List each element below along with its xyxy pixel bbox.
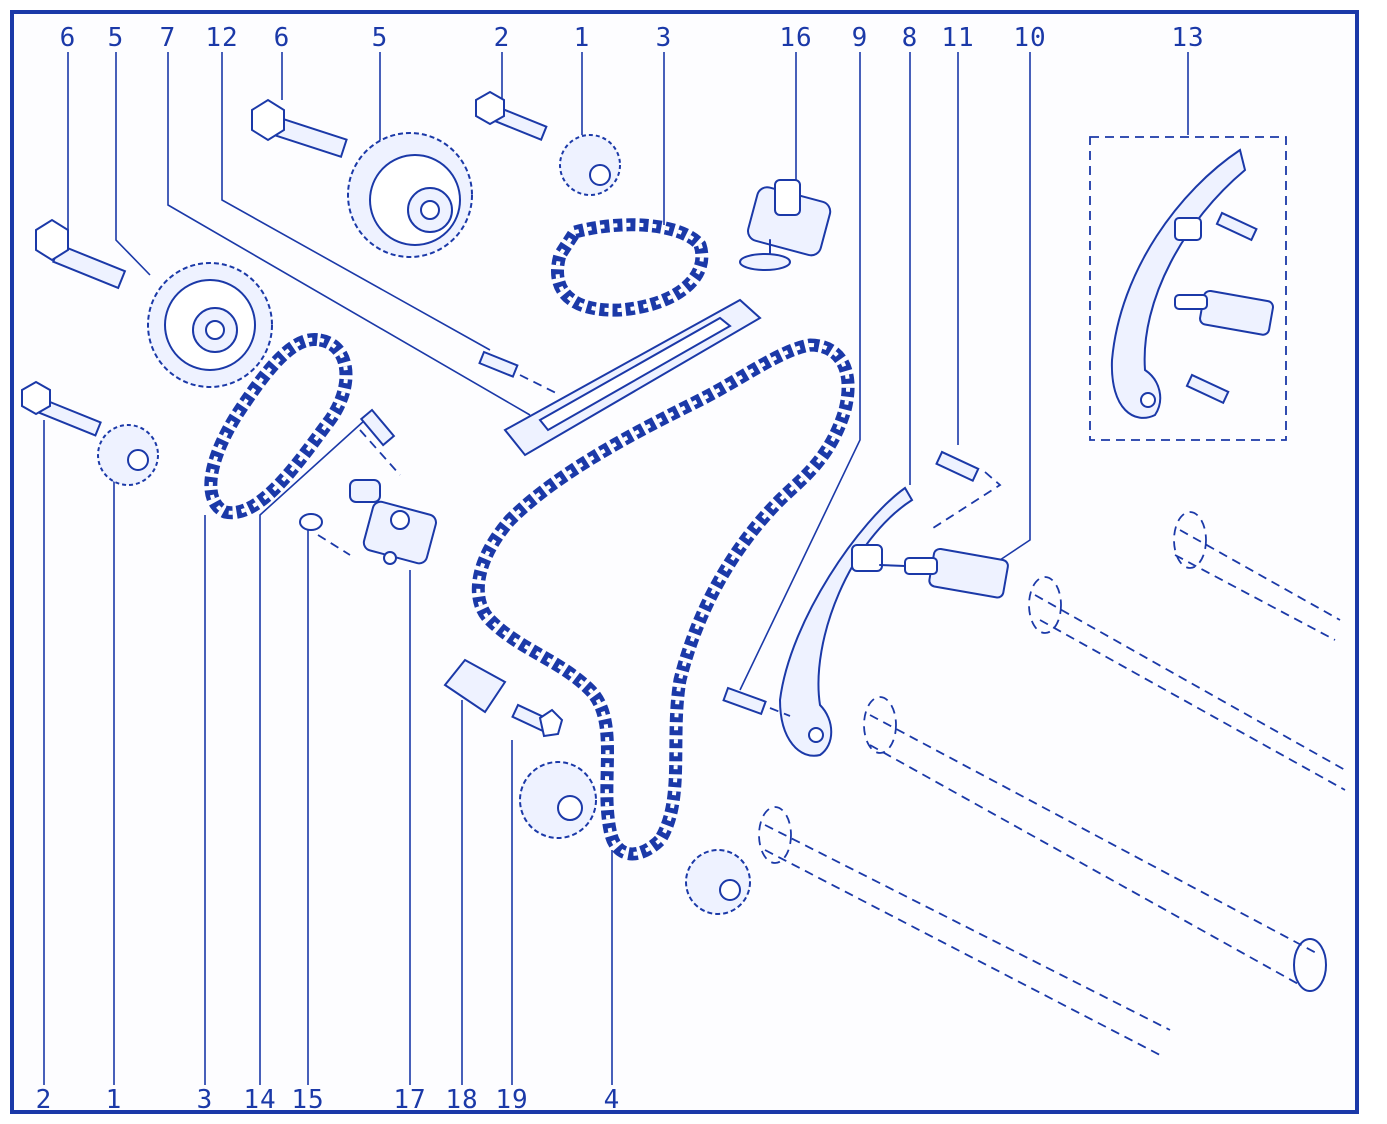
callout-top-11: 11 (941, 23, 974, 53)
callout-top-13: 13 (1171, 23, 1204, 53)
callout-labels-bottom: 2 1 3 14 15 17 18 19 4 (36, 1085, 621, 1115)
bolt-9 (722, 686, 791, 717)
diagram-frame (10, 10, 1359, 1114)
callout-top-5b: 5 (372, 23, 389, 53)
tensioner-rail-8 (778, 486, 914, 757)
callout-bottom-17: 17 (393, 1085, 426, 1115)
bolt-12 (478, 350, 561, 396)
callout-bottom-1: 1 (106, 1085, 123, 1115)
crank-sprocket-upper (519, 761, 597, 839)
bolt-6-upper (251, 98, 348, 159)
bolt-2-upper (475, 90, 548, 142)
bolt-19 (511, 703, 564, 738)
slipper-18 (443, 658, 507, 714)
timing-chain-4-links (476, 343, 851, 856)
callout-top-8: 8 (902, 23, 919, 53)
callout-top-1: 1 (574, 23, 591, 53)
callout-bottom-2: 2 (36, 1085, 53, 1115)
sprocket-5-upper (347, 132, 473, 258)
callout-top-2: 2 (494, 23, 511, 53)
kit-13-parts (1110, 148, 1274, 419)
callout-bottom-14: 14 (243, 1085, 276, 1115)
o-ring-15-leader (317, 534, 351, 556)
callout-top-3: 3 (656, 23, 673, 53)
crank-sprocket-lower (685, 849, 751, 915)
kit-13-box (1089, 136, 1287, 441)
chain-3-left-links (208, 337, 348, 515)
solenoid-16 (739, 179, 832, 271)
callout-top-5a: 5 (108, 23, 125, 53)
callout-top-6a: 6 (60, 23, 77, 53)
o-ring-15 (299, 513, 323, 531)
tensioner-17 (349, 479, 437, 565)
callout-labels-top: 6 5 7 12 6 5 2 1 3 16 9 8 11 10 13 (60, 23, 1204, 53)
bolt-6-lower (35, 218, 127, 290)
leader-lines (43, 52, 1189, 1085)
camshafts (758, 511, 1346, 1056)
bolt-11 (929, 450, 1002, 531)
callout-top-6b: 6 (274, 23, 291, 53)
bolt-14 (359, 408, 401, 476)
callout-bottom-15: 15 (291, 1085, 324, 1115)
callout-top-10: 10 (1013, 23, 1046, 53)
callout-bottom-19: 19 (495, 1085, 528, 1115)
chain-3-upper (551, 218, 709, 317)
callout-top-16: 16 (779, 23, 812, 53)
callout-bottom-18: 18 (445, 1085, 478, 1115)
callout-top-9: 9 (852, 23, 869, 53)
sprocket-5-lower (147, 262, 273, 388)
callout-bottom-4: 4 (604, 1085, 621, 1115)
callout-top-7: 7 (160, 23, 177, 53)
tensioner-10 (879, 547, 1009, 599)
guide-rail-7 (503, 298, 762, 457)
bolt-2-lower (21, 380, 102, 437)
sprocket-1-upper (559, 134, 621, 196)
callout-bottom-3: 3 (197, 1085, 214, 1115)
callout-top-12: 12 (205, 23, 238, 53)
sprocket-1-lower (97, 424, 159, 486)
